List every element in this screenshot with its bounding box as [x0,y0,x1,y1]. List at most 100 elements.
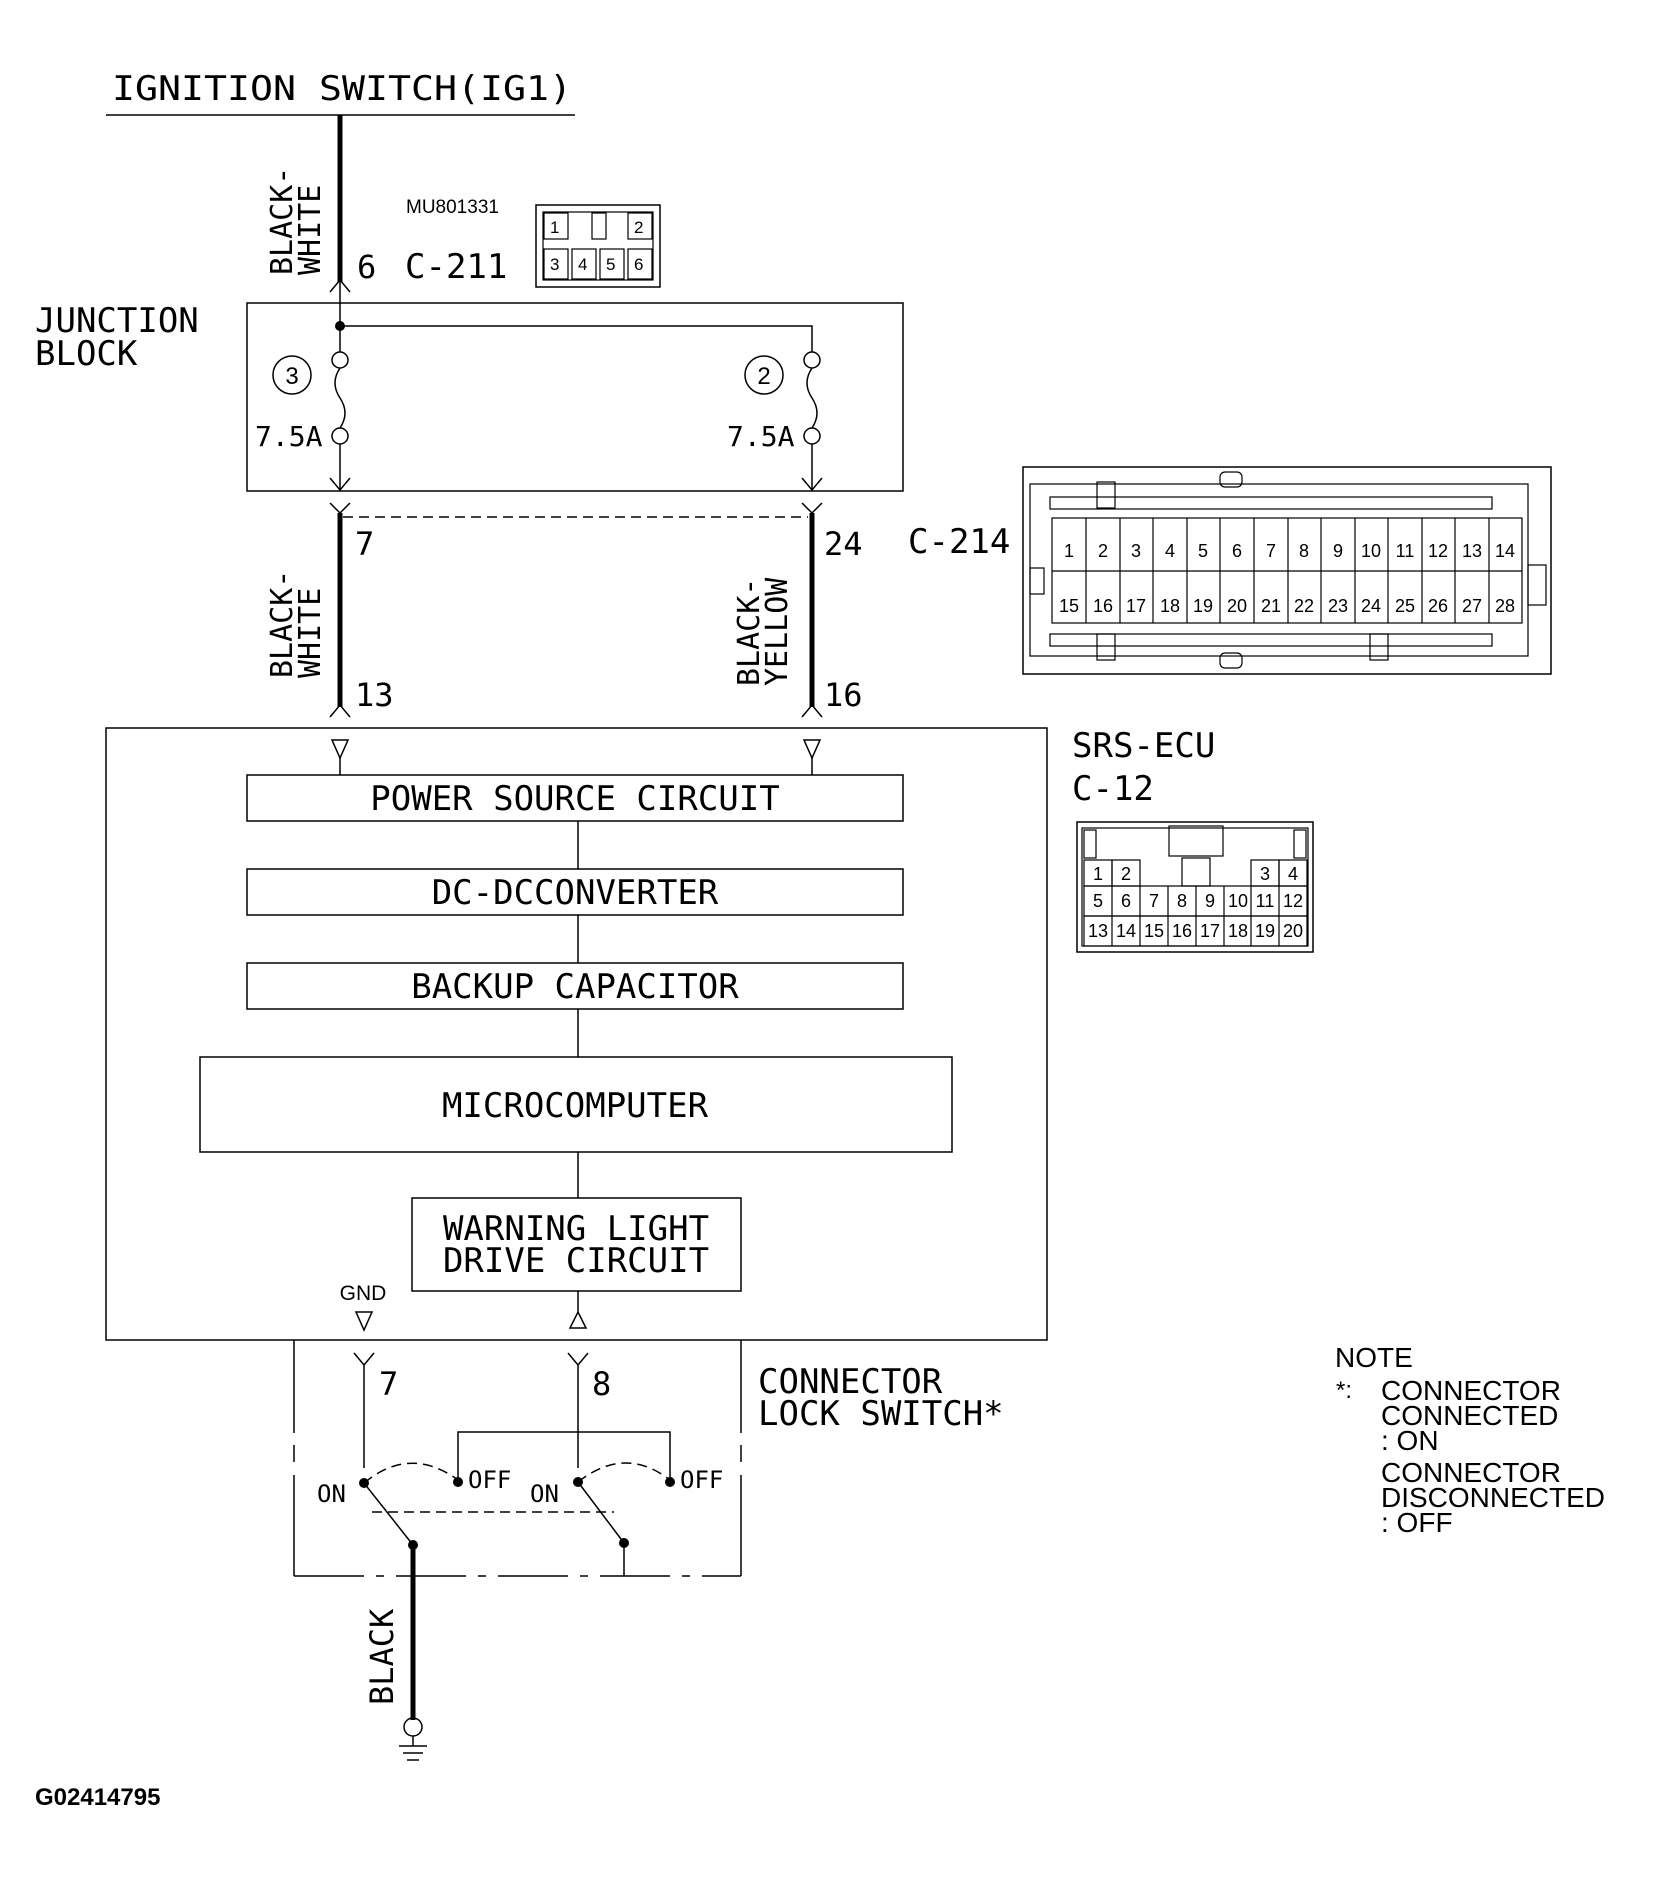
junction-out-arrow [329,477,351,492]
lock-switch-housing [293,1340,742,1577]
svg-text:BLACK-: BLACK- [265,167,300,275]
ecu-in-arrow [801,703,823,718]
fuse-3-rating: 7.5A [255,420,323,453]
c12-pin: 5 [1093,891,1103,911]
microcomputer-block [199,1056,953,1153]
c214-pin: 16 [1093,596,1113,616]
ecu-pin-8-out: 8 [592,1365,611,1403]
power-source-circuit-label: POWER SOURCE CIRCUIT [370,779,779,819]
c214-connector-face [1022,466,1552,675]
c214-pin: 23 [1328,596,1348,616]
c214-pin: 27 [1462,596,1482,616]
c12-pin: 10 [1228,891,1248,911]
c12-pin: 14 [1116,921,1136,941]
c214-pin: 21 [1261,596,1281,616]
c12-pin: 4 [1288,864,1298,884]
c12-pin: 8 [1177,891,1187,911]
lock-switch-label: LOCK SWITCH* [758,1394,1004,1434]
ground-icon [399,1717,427,1761]
svg-text:BLACK-: BLACK- [265,570,300,678]
c214-pin: 26 [1428,596,1448,616]
switch-left-on-label: ON [317,1480,346,1508]
c12-pin-numbers: 1 2 3 4 5 6 7 8 9 10 11 12 13 14 15 16 1… [1088,864,1303,941]
backup-capacitor-block [246,962,904,1010]
svg-text:WHITE: WHITE [293,588,328,678]
c214-pin: 5 [1198,541,1208,561]
ecu-pin-7-out: 7 [379,1365,398,1403]
ecu-pin-16: 16 [824,676,863,714]
lock-switch-label: CONNECTOR [758,1362,943,1402]
fuse-2-rating: 7.5A [727,420,795,453]
note-line: CONNECTOR [1381,1375,1561,1406]
top-wire-color-label: BLACK- WHITE [265,167,328,275]
switch-right-off-label: OFF [680,1466,723,1494]
srs-ecu-label: SRS-ECU [1072,726,1215,766]
c12-pin: 13 [1088,921,1108,941]
c211-pin: 6 [634,255,643,274]
c211-pin: 5 [606,255,615,274]
c214-pin: 17 [1126,596,1146,616]
c214-pin: 28 [1495,596,1515,616]
c211-pin: 3 [550,255,559,274]
svg-text:WHITE: WHITE [293,185,328,275]
c214-pin: 9 [1333,541,1343,561]
note-line: : OFF [1381,1507,1453,1538]
c12-pin: 20 [1283,921,1303,941]
c211-connector-id: C-211 [405,247,507,287]
c214-pin: 22 [1294,596,1314,616]
ecu-input-triangle [330,739,350,760]
dc-dc-converter-label: DC-DCCONVERTER [432,873,719,913]
note-line: CONNECTOR [1381,1457,1561,1488]
c214-pin: 6 [1232,541,1242,561]
svg-text:BLACK: BLACK [363,1608,401,1705]
c12-pin: 16 [1172,921,1192,941]
ecu-out-arrow [353,1352,375,1367]
c12-pin: 18 [1228,921,1248,941]
c12-pin: 11 [1256,891,1275,911]
c12-pin: 2 [1121,864,1131,884]
c12-pin: 15 [1144,921,1164,941]
c214-pin-7: 7 [355,525,374,563]
ecu-out-arrow [567,1352,589,1367]
c214-connector-id: C-214 [908,522,1010,562]
junction-out-arrow [801,477,823,492]
note-title: NOTE [1335,1342,1413,1373]
c214-pin: 24 [1361,596,1381,616]
svg-text:3: 3 [285,363,298,390]
gnd-label: GND [340,1282,387,1305]
srs-ecu-connector-id: C-12 [1072,769,1154,809]
c12-pin: 12 [1283,891,1303,911]
junction-internal-wiring [331,282,821,491]
c12-pin: 6 [1121,891,1131,911]
lock-switch-contacts [359,1431,675,1576]
microcomputer-label: MICROCOMPUTER [442,1086,709,1126]
warning-light-drive-circuit-block [411,1197,742,1292]
c214-pin: 19 [1193,596,1213,616]
c214-arrow-mark [329,502,351,515]
junction-block-label: JUNCTION [35,301,199,341]
c211-pin-number: 6 [357,248,376,286]
gnd-triangle [354,1311,374,1332]
note-asterisk: *: [1336,1377,1352,1404]
c12-pin: 1 [1093,864,1103,884]
c214-pin-numbers: 1 2 3 4 5 6 7 8 9 10 11 12 13 14 15 16 1… [1059,541,1515,616]
drive-circuit-label: DRIVE CIRCUIT [443,1241,709,1281]
c12-pin: 17 [1200,921,1220,941]
c214-pin: 20 [1227,596,1247,616]
right-wire-color-label: BLACK- YELLOW [732,577,795,686]
warning-output-triangle [568,1310,588,1329]
c211-connector-face: 1 2 3 4 5 6 [535,204,661,288]
fuse-3-icon: 3 [272,355,312,395]
note-line: DISCONNECTED [1381,1482,1605,1513]
ignition-switch-label: IGNITION SWITCH(IG1) [112,69,572,109]
c211-pin: 4 [578,255,587,274]
figure-id: G02414795 [35,1784,160,1811]
c214-pin: 4 [1165,541,1175,561]
power-source-circuit-block [246,774,904,822]
c214-arrow-mark [801,502,823,515]
fuse-2-icon: 2 [744,355,784,395]
ecu-in-arrow [329,703,351,718]
junction-block-label: BLOCK [35,334,138,374]
c12-pin: 3 [1260,864,1270,884]
c214-pin-24: 24 [824,525,863,563]
